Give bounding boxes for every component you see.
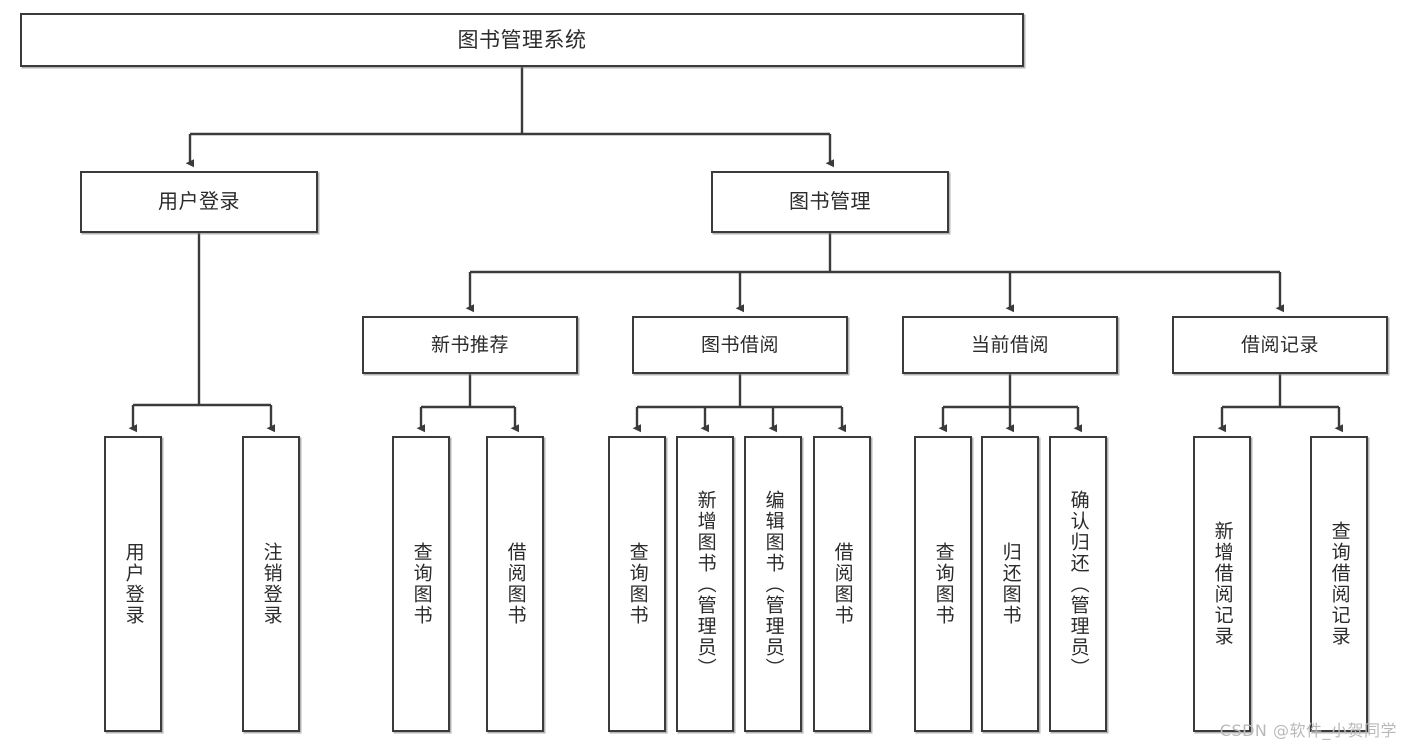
leaf-query-book-recommend[interactable]: 查询图书 (392, 436, 450, 732)
leaf-query-borrow-record[interactable]: 查询借阅记录 (1310, 436, 1368, 732)
leaf-logout-label: 注销登录 (260, 542, 283, 626)
leaf-user-login-label: 用户登录 (122, 542, 145, 626)
node-new-book-recommend-label: 新书推荐 (430, 333, 509, 356)
node-current-borrow[interactable]: 当前借阅 (902, 316, 1118, 374)
node-borrow-record-label: 借阅记录 (1240, 333, 1319, 356)
node-book-borrow-label: 图书借阅 (700, 333, 779, 356)
node-root-label: 图书管理系统 (457, 27, 587, 52)
leaf-borrow-book-label: 借阅图书 (831, 542, 854, 626)
node-book-management[interactable]: 图书管理 (711, 171, 949, 233)
leaf-user-login[interactable]: 用户登录 (104, 436, 162, 732)
leaf-query-book-current-label: 查询图书 (932, 542, 955, 626)
leaf-confirm-return-admin-label: 确认归还（管理员） (1067, 489, 1090, 679)
node-book-management-label: 图书管理 (789, 189, 871, 214)
leaf-edit-book-admin[interactable]: 编辑图书（管理员） (744, 436, 802, 732)
node-root[interactable]: 图书管理系统 (20, 13, 1024, 67)
leaf-borrow-book-recommend-label: 借阅图书 (504, 542, 527, 626)
leaf-add-borrow-record[interactable]: 新增借阅记录 (1193, 436, 1251, 732)
leaf-borrow-book-recommend[interactable]: 借阅图书 (486, 436, 544, 732)
node-user-login[interactable]: 用户登录 (80, 171, 318, 233)
node-borrow-record[interactable]: 借阅记录 (1172, 316, 1388, 374)
leaf-return-book-label: 归还图书 (999, 542, 1022, 626)
leaf-borrow-book[interactable]: 借阅图书 (813, 436, 871, 732)
leaf-add-book-admin[interactable]: 新增图书（管理员） (676, 436, 734, 732)
leaf-query-book-label: 查询图书 (626, 542, 649, 626)
leaf-query-borrow-record-label: 查询借阅记录 (1328, 521, 1351, 647)
leaf-query-book-recommend-label: 查询图书 (410, 542, 433, 626)
leaf-confirm-return-admin[interactable]: 确认归还（管理员） (1049, 436, 1107, 732)
leaf-query-book-current[interactable]: 查询图书 (914, 436, 972, 732)
node-book-borrow[interactable]: 图书借阅 (632, 316, 848, 374)
leaf-logout[interactable]: 注销登录 (242, 436, 300, 732)
node-new-book-recommend[interactable]: 新书推荐 (362, 316, 578, 374)
node-user-login-label: 用户登录 (158, 189, 240, 214)
leaf-add-book-admin-label: 新增图书（管理员） (694, 489, 717, 679)
leaf-return-book[interactable]: 归还图书 (981, 436, 1039, 732)
leaf-edit-book-admin-label: 编辑图书（管理员） (762, 489, 785, 679)
node-current-borrow-label: 当前借阅 (970, 333, 1049, 356)
csdn-watermark: CSDN @软件_小贺同学 (1219, 721, 1397, 740)
leaf-add-borrow-record-label: 新增借阅记录 (1211, 521, 1234, 647)
leaf-query-book[interactable]: 查询图书 (608, 436, 666, 732)
